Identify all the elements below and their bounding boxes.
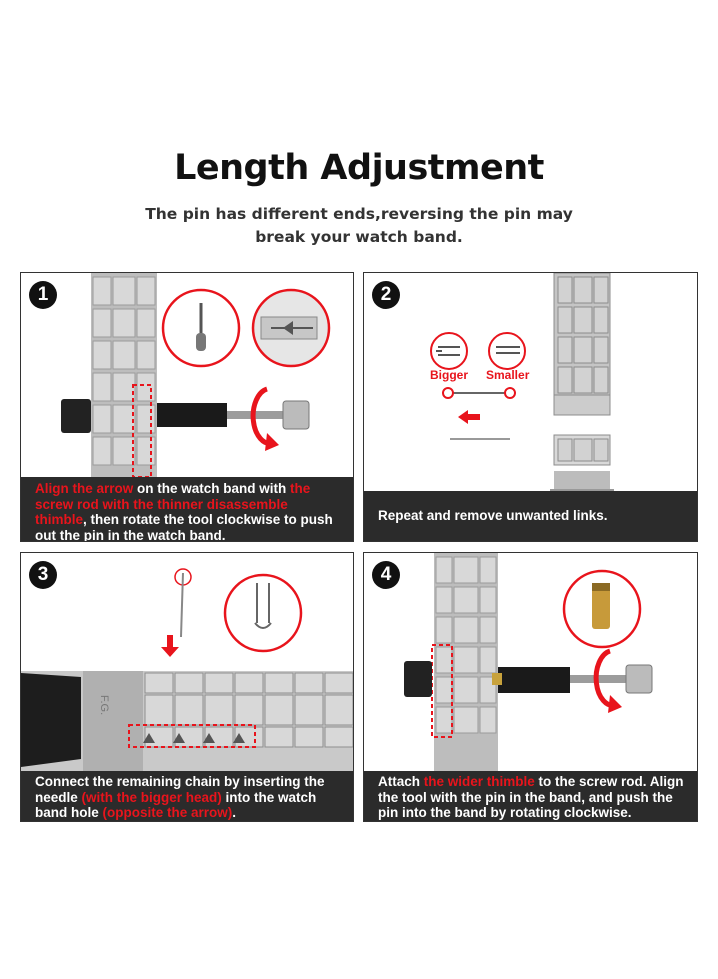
step-3-caption-part-1: Connect the remaining chain by inserting…: [35, 774, 325, 805]
step-4-caption-part-3: to the screw rod. Align the tool with th…: [378, 774, 684, 820]
step-1-illustration: [61, 273, 331, 483]
step-3-panel: F.G. 3 Connect the remaining chain by in…: [20, 552, 354, 822]
step-3-caption: Connect the remaining chain by inserting…: [21, 771, 353, 821]
bigger-label: Bigger: [430, 368, 468, 382]
smaller-label: Smaller: [486, 368, 530, 382]
step-1-caption: Align the arrow on the watch band with t…: [21, 477, 353, 541]
step-4-panel: 4 Attach the wider thimble to the screw …: [363, 552, 698, 822]
step-1-caption-part-2: on the watch band with: [133, 481, 291, 496]
step-4-caption-part-2: the wider thimble: [423, 774, 535, 789]
step-2-caption: Repeat and remove unwanted links.: [364, 491, 697, 541]
step-2-number: 2: [372, 281, 400, 309]
step-2-illustration: Bigger Smaller: [430, 273, 614, 495]
step-2-panel: Bigger Smaller 2 Repeat and remove unwan…: [363, 272, 698, 542]
step-1-panel: 1 Align the arrow on the watch band with…: [20, 272, 354, 542]
step-3-caption-part-4: (opposite the arrow): [102, 805, 233, 820]
step-1-caption-part-1: Align the arrow: [35, 481, 134, 496]
step-4-caption: Attach the wider thimble to the screw ro…: [364, 771, 697, 821]
page-title: Length Adjustment: [174, 148, 544, 188]
step-4-caption-part-1: Attach: [378, 774, 424, 789]
step-2-caption-part-1: Repeat and remove unwanted links.: [378, 508, 608, 523]
page-subtitle: The pin has different ends,reversing the…: [0, 203, 718, 249]
step-3-caption-part-2: (with the bigger head): [81, 789, 222, 805]
step-1-caption-part-3: the screw rod with the thinner disassemb…: [35, 481, 311, 527]
band-brand-text: F.G.: [98, 695, 110, 715]
step-4-illustration: [404, 553, 653, 771]
step-3-caption-part-3: into the watch band hole: [35, 789, 317, 821]
step-3-number: 3: [29, 561, 57, 589]
subtitle-line-1: The pin has different ends,reversing the…: [145, 205, 573, 223]
step-1-number: 1: [29, 281, 57, 309]
step-4-number: 4: [372, 561, 400, 589]
subtitle-line-2: break your watch band.: [255, 228, 463, 246]
step-1-caption-part-4: , then rotate the tool clockwise to push…: [35, 512, 333, 542]
step-3-illustration: F.G.: [21, 568, 353, 771]
step-3-caption-part-5: .: [232, 805, 237, 820]
